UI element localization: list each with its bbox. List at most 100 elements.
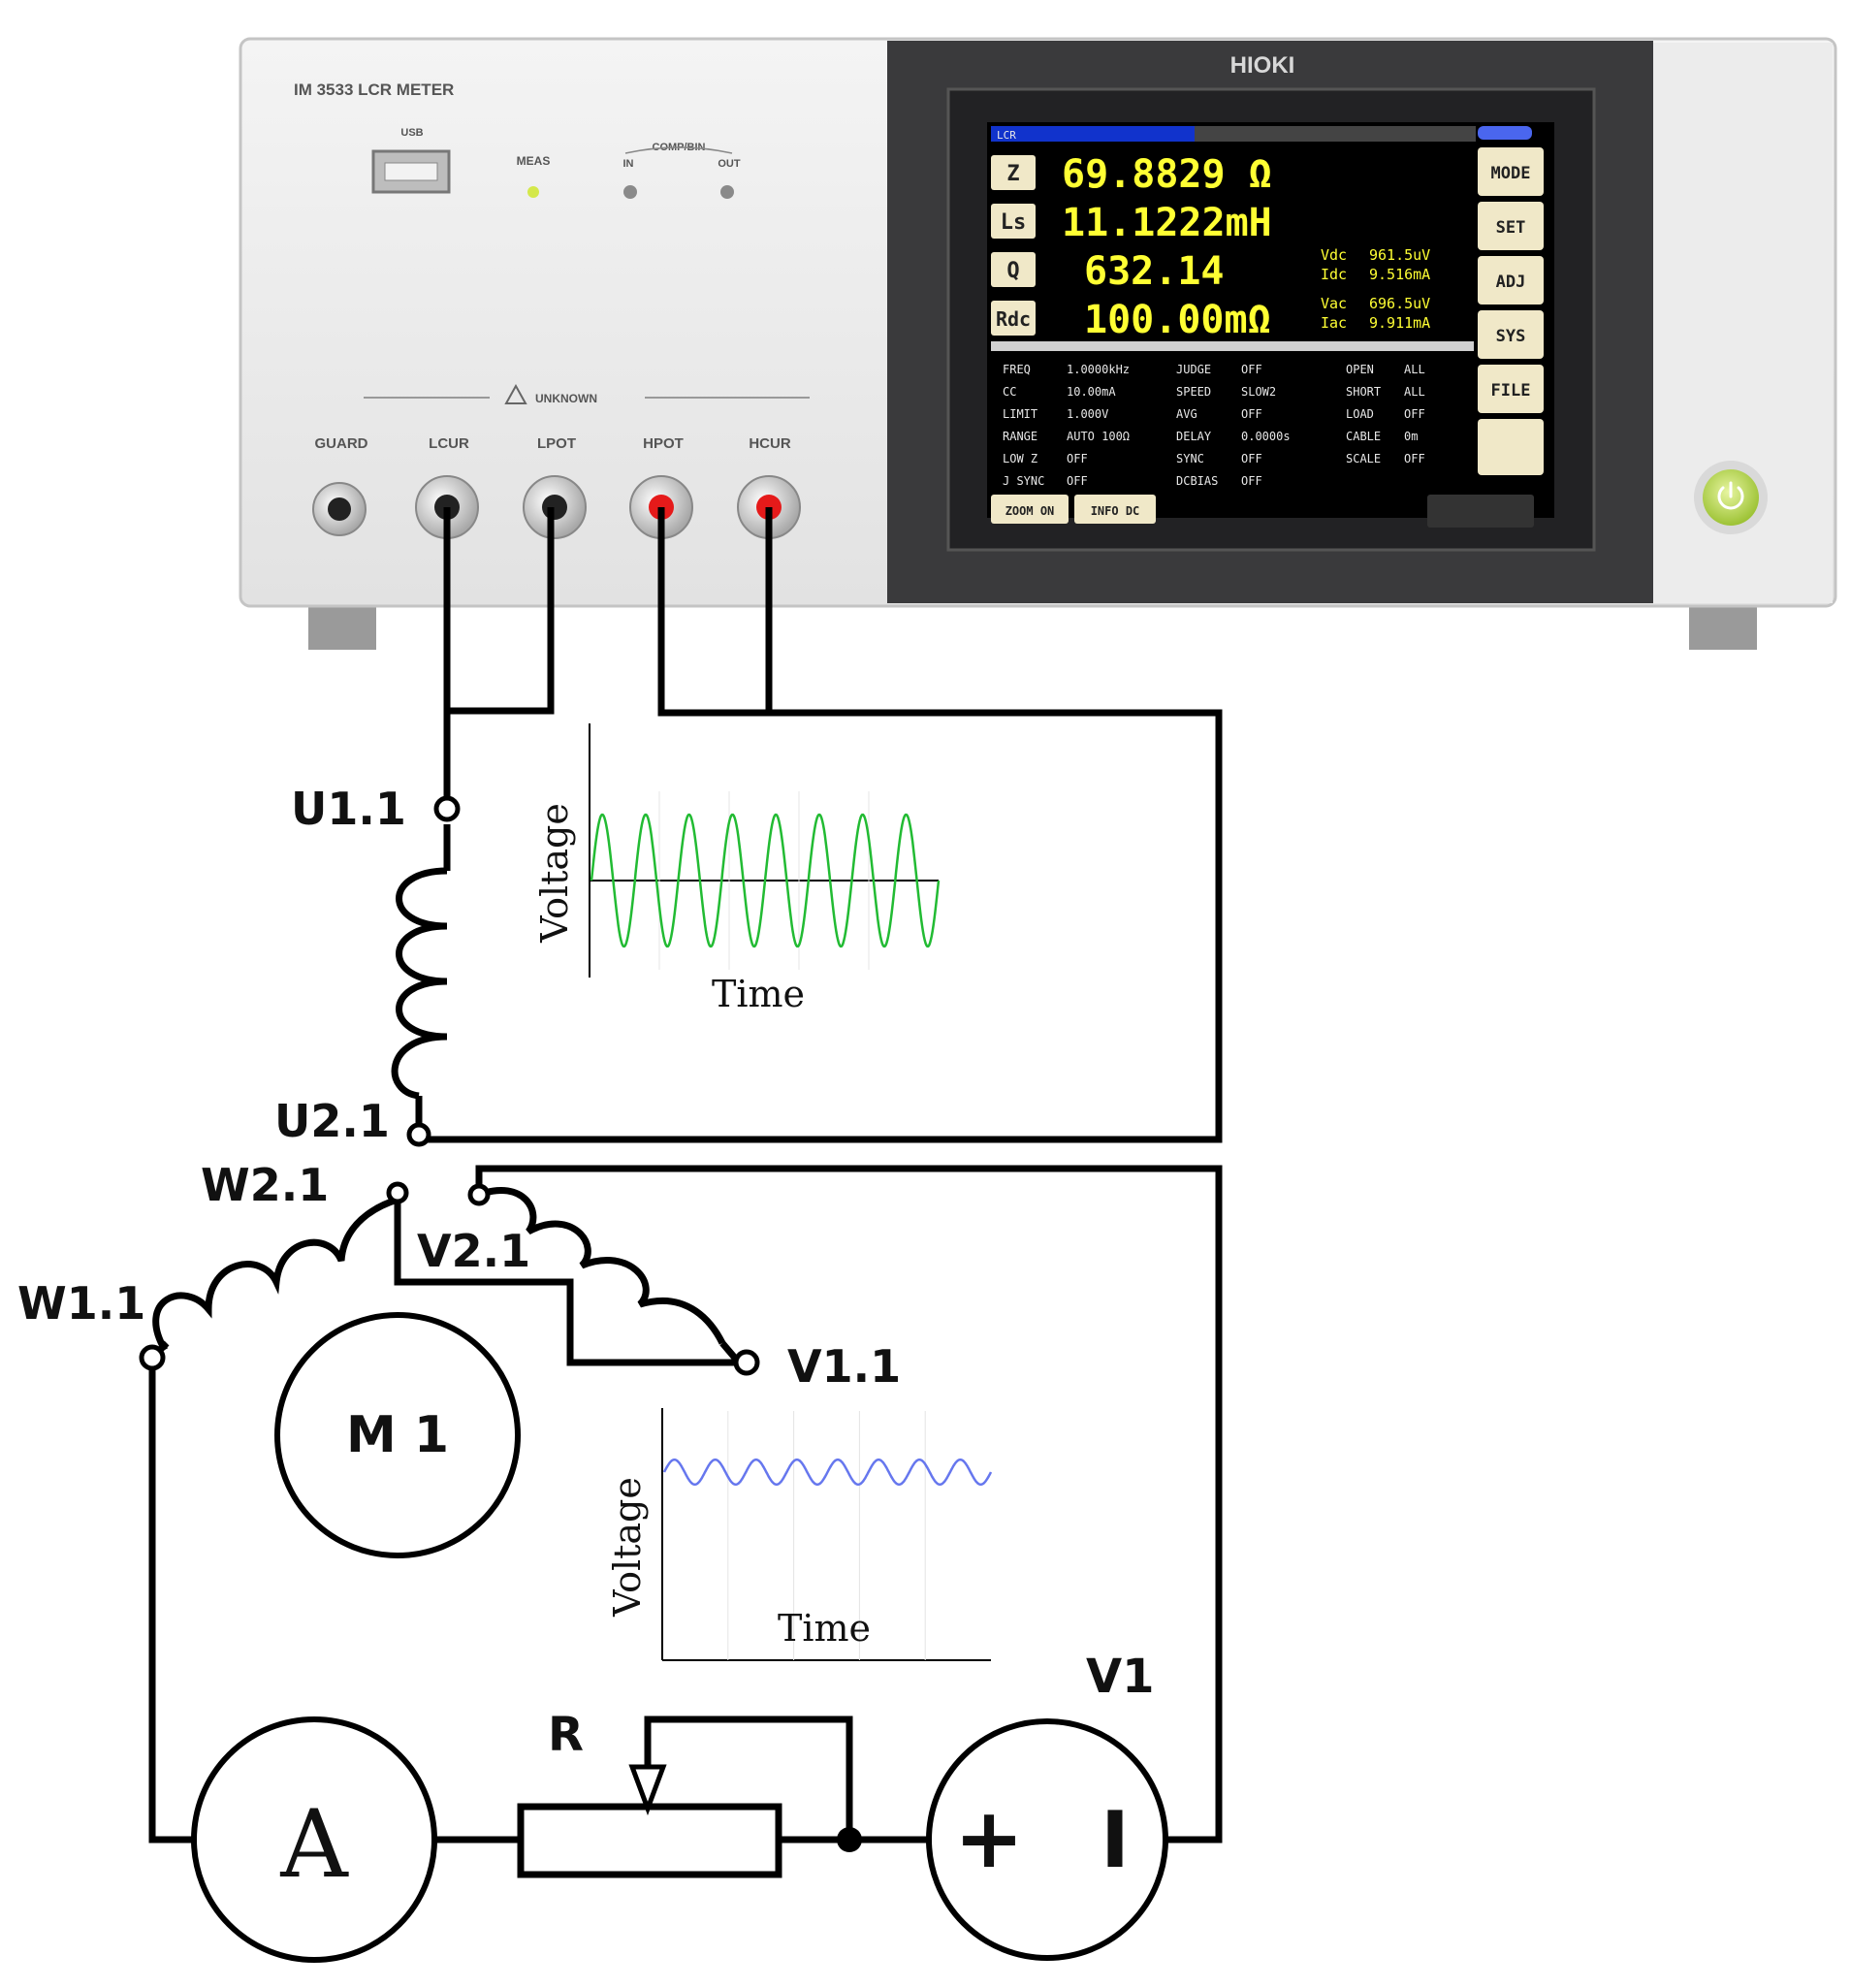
param-key[interactable]: [991, 155, 1036, 190]
adj-button[interactable]: [1478, 256, 1544, 305]
setting-key: LIMIT: [1003, 407, 1037, 421]
mode-button[interactable]: [1478, 147, 1544, 196]
dim-button: [1427, 495, 1534, 528]
plot-y-label: Voltage: [606, 1477, 649, 1618]
w21-v11-wire: [394, 1200, 739, 1366]
setting-value: OFF: [1067, 452, 1088, 465]
unknown-label: UNKNOWN: [535, 392, 597, 405]
label-v21: V2.1: [417, 1225, 530, 1277]
rheostat-wiper-wire: [644, 1715, 853, 1840]
guard-jack[interactable]: [312, 482, 367, 536]
side-value-label: Iac: [1321, 314, 1347, 332]
setting-key: AVG: [1176, 407, 1197, 421]
left-foot: [308, 603, 376, 650]
lcd-mode-pill: [1478, 126, 1532, 140]
source-minus: I: [1101, 1795, 1130, 1885]
waveform-plot-top: Time Voltage: [533, 723, 941, 1015]
zoom-button[interactable]: [991, 495, 1069, 524]
reading-value: 11.1222mH: [1062, 201, 1272, 245]
terminal-label: HPOT: [643, 435, 684, 452]
usb-icon: USB: [400, 127, 423, 139]
w11-to-ammeter-wire: [148, 1358, 194, 1844]
voltage-source-symbol: [926, 1718, 1168, 1961]
setting-key: DCBIAS: [1176, 474, 1218, 488]
terminal-v11: [733, 1349, 760, 1376]
setting-value: OFF: [1241, 363, 1262, 376]
setting-key: LOW Z: [1003, 452, 1037, 465]
waveform-plot-bottom: Time Voltage: [606, 1408, 993, 1661]
side-value-label: Vdc: [1321, 246, 1347, 264]
side-value: 696.5uV: [1369, 295, 1430, 312]
resistor-label: R: [548, 1708, 584, 1762]
motor-label: M 1: [346, 1406, 449, 1464]
setting-value: 1.0000kHz: [1067, 363, 1130, 376]
set-button[interactable]: [1478, 202, 1544, 250]
label-v11: V1.1: [787, 1340, 901, 1393]
setting-key: JUDGE: [1176, 363, 1211, 376]
setting-value: ALL: [1404, 385, 1425, 399]
u-phase-coil: [391, 867, 448, 1100]
label-w11: W1.1: [17, 1277, 145, 1330]
rheostat-arrow-icon: [628, 1764, 667, 1816]
setting-value: ALL: [1404, 363, 1425, 376]
out-label: OUT: [718, 158, 741, 170]
label-u11: U1.1: [291, 783, 406, 835]
setting-key: CC: [1003, 385, 1016, 399]
reading-row: Rdc 100.00mΩ: [991, 298, 1271, 342]
w-phase-coil: [152, 1196, 399, 1352]
brand-logo: HIOKI: [1230, 52, 1295, 79]
source-label: V1: [1086, 1650, 1155, 1704]
warning-icon: [504, 383, 527, 404]
param-key[interactable]: [991, 204, 1036, 239]
file-button[interactable]: [1478, 365, 1544, 413]
lcd-header-rest: [1195, 126, 1476, 142]
bottom-button-label: INFO DC: [1091, 504, 1140, 518]
setting-value: 1.000V: [1067, 407, 1108, 421]
ammeter-label: A: [279, 1790, 349, 1899]
setting-key: DELAY: [1176, 430, 1212, 443]
meas-label: MEAS: [517, 154, 551, 168]
usb-port[interactable]: USB: [371, 127, 451, 194]
info-button[interactable]: [1074, 495, 1156, 524]
high-side-wire: [657, 507, 773, 717]
setting-value: SLOW2: [1241, 385, 1276, 399]
terminals: [139, 795, 760, 1376]
side-button-column: MODE SET ADJ SYS FILE: [1478, 147, 1544, 475]
side-button-label: SYS: [1496, 327, 1526, 346]
lpot-jack[interactable]: [523, 475, 587, 539]
side-value: 9.516mA: [1369, 266, 1430, 283]
param-key[interactable]: [991, 301, 1036, 336]
v21-to-source-wire: [475, 1165, 1223, 1844]
setting-value: OFF: [1241, 407, 1262, 421]
setting-key: SYNC: [1176, 452, 1204, 465]
setting-key: OPEN: [1346, 363, 1374, 376]
param-key[interactable]: [991, 252, 1036, 287]
terminal-label: HCUR: [749, 435, 790, 452]
source-plus: +: [954, 1790, 1024, 1887]
label-u21: U2.1: [274, 1095, 390, 1147]
lcd-background: [987, 122, 1554, 518]
param-label: Q: [1006, 259, 1019, 283]
reading-value: 632.14: [1084, 249, 1225, 294]
blank-side-button[interactable]: [1478, 419, 1544, 475]
side-button-label: MODE: [1491, 164, 1531, 183]
plot-x-label: Time: [778, 1607, 871, 1650]
side-button-label: SET: [1496, 218, 1526, 238]
side-value-label: Vac: [1321, 295, 1347, 312]
waveform-curve: [590, 813, 941, 948]
lcd-divider: [991, 341, 1474, 351]
comp-bracket: [624, 146, 733, 154]
reading-value: 69.8829 Ω: [1062, 152, 1272, 197]
ammeter-symbol: [191, 1716, 437, 1963]
comp-in-led: [623, 185, 637, 199]
side-button-label: ADJ: [1496, 273, 1526, 292]
usb-tongue: [384, 162, 438, 181]
power-button[interactable]: [1694, 461, 1768, 534]
sys-button[interactable]: [1478, 310, 1544, 359]
side-value-label: Idc: [1321, 266, 1347, 283]
setting-value: OFF: [1241, 452, 1262, 465]
setting-key: SHORT: [1346, 385, 1381, 399]
setting-key: CABLE: [1346, 430, 1381, 443]
